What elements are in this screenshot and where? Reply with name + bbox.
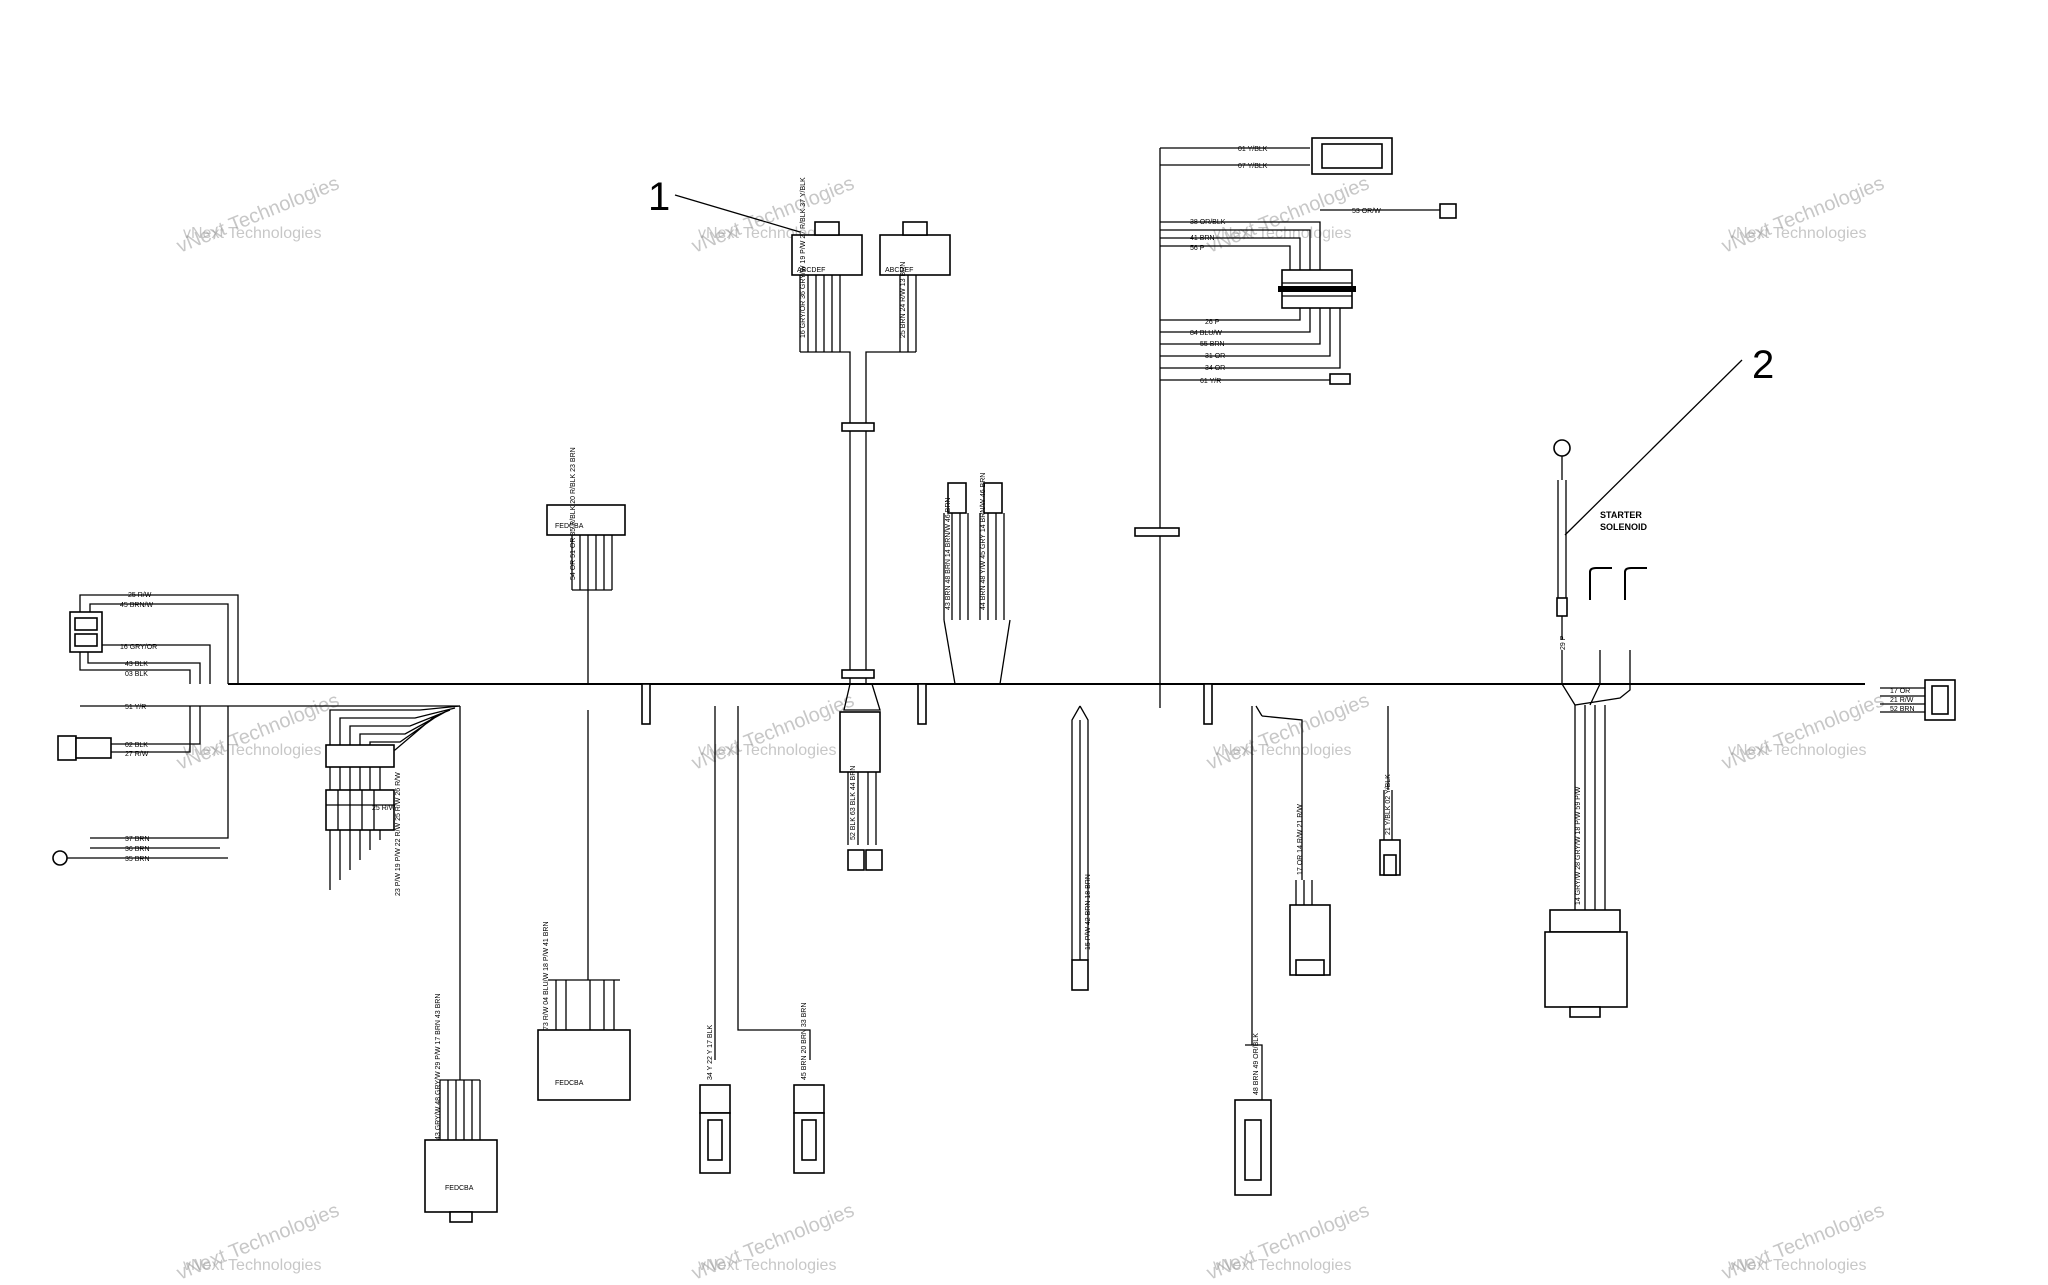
drop-bottom-connector: 48 BRN 49 OR/BLK xyxy=(1234,705,1272,1196)
svg-text:vNext Technologies: vNext Technologies xyxy=(183,1257,321,1274)
svg-text:vNext Technologies: vNext Technologies xyxy=(183,225,321,242)
svg-text:44 BRN 48 Y/W 45 GRY 14 BRN/W: 44 BRN 48 Y/W 45 GRY 14 BRN/W 46 BRN xyxy=(980,473,987,610)
svg-text:FEDCBA: FEDCBA xyxy=(445,1185,474,1192)
left-connector-block: 25 R/W 23 P/W 19 P/W 22 R/W 25 R/W 26 R/… xyxy=(325,705,461,1080)
svg-text:23 P/W 19 P/W 22 R/W 25 R/W 26: 23 P/W 19 P/W 22 R/W 25 R/W 26 R/W xyxy=(395,772,402,896)
svg-text:15 P/W 42 BRN 18 BRN: 15 P/W 42 BRN 18 BRN xyxy=(1085,874,1092,950)
svg-text:1: 1 xyxy=(648,175,670,219)
left-connector-upper: 25 R/W 45 BRN/W 16 GRY/OR 43 BLK 03 BLK xyxy=(69,592,239,684)
svg-text:52 BRN: 52 BRN xyxy=(1890,706,1915,713)
connector-pair-top: ABCDEF ABCDEF 16 GRY/OR 36 GRY/W 19 P/W … xyxy=(791,177,951,684)
svg-text:27 R/W: 27 R/W xyxy=(125,751,149,758)
svg-text:51 Y/R: 51 Y/R xyxy=(125,704,146,711)
svg-text:ABCDEF: ABCDEF xyxy=(797,267,825,274)
svg-text:48 BRN 49 OR/BLK: 48 BRN 49 OR/BLK xyxy=(1253,1033,1260,1095)
svg-text:55 BRN: 55 BRN xyxy=(1200,341,1225,348)
svg-text:vNext Technologies: vNext Technologies xyxy=(1719,689,1888,774)
svg-text:34 OR: 34 OR xyxy=(1205,365,1225,372)
svg-text:84 BLU/W: 84 BLU/W xyxy=(1190,330,1222,337)
svg-text:vNext Technologies: vNext Technologies xyxy=(1728,1257,1866,1274)
pigtail-centre: 15 P/W 42 BRN 18 BRN xyxy=(1071,705,1092,991)
svg-text:2: 2 xyxy=(1752,343,1774,387)
svg-text:38 OR/BLK: 38 OR/BLK xyxy=(1190,219,1226,226)
plug-pair-lower: 34 Y 22 Y 17 BLK 45 BRN 20 BRN 33 BRN xyxy=(699,706,825,1174)
svg-text:52 BLK 63 BLK 44 BRN: 52 BLK 63 BLK 44 BRN xyxy=(850,766,857,840)
callout-2: 2 xyxy=(1564,343,1774,536)
svg-text:45 BRN 20 BRN 33 BRN: 45 BRN 20 BRN 33 BRN xyxy=(801,1003,808,1080)
bundle-centre-lower: 52 BLK 63 BLK 44 BRN xyxy=(839,683,883,871)
svg-text:16 GRY/OR: 16 GRY/OR xyxy=(120,644,157,651)
svg-text:34 Y 22 Y 17 BLK: 34 Y 22 Y 17 BLK xyxy=(707,1025,714,1080)
svg-text:43 BLK: 43 BLK xyxy=(125,661,148,668)
svg-text:vNext Technologies: vNext Technologies xyxy=(174,172,343,257)
svg-text:03 BLK: 03 BLK xyxy=(125,671,148,678)
svg-text:35 BRN: 35 BRN xyxy=(125,856,150,863)
svg-text:36 BRN: 36 BRN xyxy=(125,846,150,853)
svg-text:17 OR 14 R/W 21 R/W: 17 OR 14 R/W 21 R/W xyxy=(1297,804,1304,875)
svg-text:vNext Technologies: vNext Technologies xyxy=(698,742,836,759)
svg-text:54 OR 51 OR 35 R/BLK 20 R/BLK: 54 OR 51 OR 35 R/BLK 20 R/BLK 23 BRN xyxy=(570,447,577,580)
svg-text:53 OR/W: 53 OR/W xyxy=(1352,208,1381,215)
connector-far-right: 17 OR 21 R/W 52 BRN xyxy=(1880,679,1956,721)
connector-fedcba: FEDCBA 54 OR 51 OR 35 R/BLK 20 R/BLK 23 … xyxy=(537,447,631,1101)
connector-cluster-top-right: 01 Y/BLK 07 Y/BLK 53 OR/W 38 OR/BLK 41 B… xyxy=(1134,137,1457,708)
svg-text:vNext Technologies: vNext Technologies xyxy=(1728,225,1866,242)
small-plug-right: 21 Y/BLK 02 Y/BLK xyxy=(1379,706,1401,876)
svg-text:vNext Technologies: vNext Technologies xyxy=(1213,1257,1351,1274)
connector-bottom-left: FEDCBA 43 GRY/W 48 GRY/W 29 P/W 17 BRN 4… xyxy=(424,994,498,1223)
svg-text:vNext Technologies: vNext Technologies xyxy=(698,1257,836,1274)
svg-text:01 Y/BLK: 01 Y/BLK xyxy=(1238,146,1268,153)
watermarks: vNext Technologies vNext Technologies vN… xyxy=(174,172,1888,1284)
svg-text:07 Y/BLK: 07 Y/BLK xyxy=(1238,163,1268,170)
left-connector-middle: 51 Y/R 02 BLK 27 R/W xyxy=(57,704,460,761)
svg-text:43 BRN 48 BRN 14 BRN/W 46 BRN: 43 BRN 48 BRN 14 BRN/W 46 BRN xyxy=(945,498,952,610)
svg-text:vNext Technologies: vNext Technologies xyxy=(1719,172,1888,257)
starter-solenoid-area: 29 P STARTER SOLENOID 14 GRY/W 28 GRY/W … xyxy=(1544,439,1648,1018)
svg-text:vNext Technologies: vNext Technologies xyxy=(1204,689,1373,774)
svg-text:61 Y/R: 61 Y/R xyxy=(1200,378,1221,385)
svg-text:STARTER: STARTER xyxy=(1600,510,1642,520)
svg-text:FEDCBA: FEDCBA xyxy=(555,523,584,530)
svg-text:vNext Technologies: vNext Technologies xyxy=(689,689,858,774)
plug-bent-lead: 17 OR 14 R/W 21 R/W xyxy=(1261,715,1331,976)
svg-text:37 BRN: 37 BRN xyxy=(125,836,150,843)
svg-text:25 BRN 24 R/W 13 BRN: 25 BRN 24 R/W 13 BRN xyxy=(900,262,907,338)
svg-text:vNext Technologies: vNext Technologies xyxy=(1213,225,1351,242)
svg-text:02 BLK: 02 BLK xyxy=(125,742,148,749)
svg-text:21 Y/BLK 02 Y/BLK: 21 Y/BLK 02 Y/BLK xyxy=(1385,774,1392,835)
svg-text:14 GRY/W 28 GRY/W 18 P/W 59 P/: 14 GRY/W 28 GRY/W 18 P/W 59 P/W xyxy=(1575,786,1582,905)
svg-text:vNext Technologies: vNext Technologies xyxy=(1213,742,1351,759)
left-ring-terminal: 37 BRN 36 BRN 35 BRN xyxy=(52,706,229,866)
svg-text:56 P: 56 P xyxy=(1190,245,1205,252)
svg-text:25 R/W: 25 R/W xyxy=(128,592,152,599)
svg-text:vNext Technologies: vNext Technologies xyxy=(183,742,321,759)
svg-text:25 R/W: 25 R/W xyxy=(372,805,396,812)
svg-text:16 GRY/OR 36 GRY/W 19 P/W 27 R: 16 GRY/OR 36 GRY/W 19 P/W 27 R/BLK 37 Y/… xyxy=(800,177,807,338)
svg-text:SOLENOID: SOLENOID xyxy=(1600,522,1648,532)
svg-text:73 R/W 04 BLU/W 18 P/W 41 BRN: 73 R/W 04 BLU/W 18 P/W 41 BRN xyxy=(543,921,550,1030)
trunk-taps xyxy=(641,683,1213,725)
plug-pair-upper: 43 BRN 48 BRN 14 BRN/W 46 BRN 44 BRN 48 … xyxy=(943,473,1011,685)
svg-text:vNext Technologies: vNext Technologies xyxy=(1204,172,1373,257)
svg-text:17 OR: 17 OR xyxy=(1890,688,1910,695)
svg-text:ABCDEF: ABCDEF xyxy=(885,267,913,274)
svg-text:29 P: 29 P xyxy=(1560,635,1567,650)
svg-text:FEDCBA: FEDCBA xyxy=(555,1080,584,1087)
svg-text:26 P: 26 P xyxy=(1205,319,1220,326)
svg-text:vNext Technologies: vNext Technologies xyxy=(1728,742,1866,759)
svg-text:31 OR: 31 OR xyxy=(1205,353,1225,360)
svg-text:vNext Technologies: vNext Technologies xyxy=(174,689,343,774)
callout-1: 1 xyxy=(648,175,801,233)
svg-text:45 BRN/W: 45 BRN/W xyxy=(120,602,153,609)
svg-text:41 BRN: 41 BRN xyxy=(1190,235,1215,242)
svg-text:43 GRY/W 48 GRY/W 29 P/W 17 BR: 43 GRY/W 48 GRY/W 29 P/W 17 BRN 43 BRN xyxy=(435,994,442,1140)
svg-text:21 R/W: 21 R/W xyxy=(1890,697,1914,704)
